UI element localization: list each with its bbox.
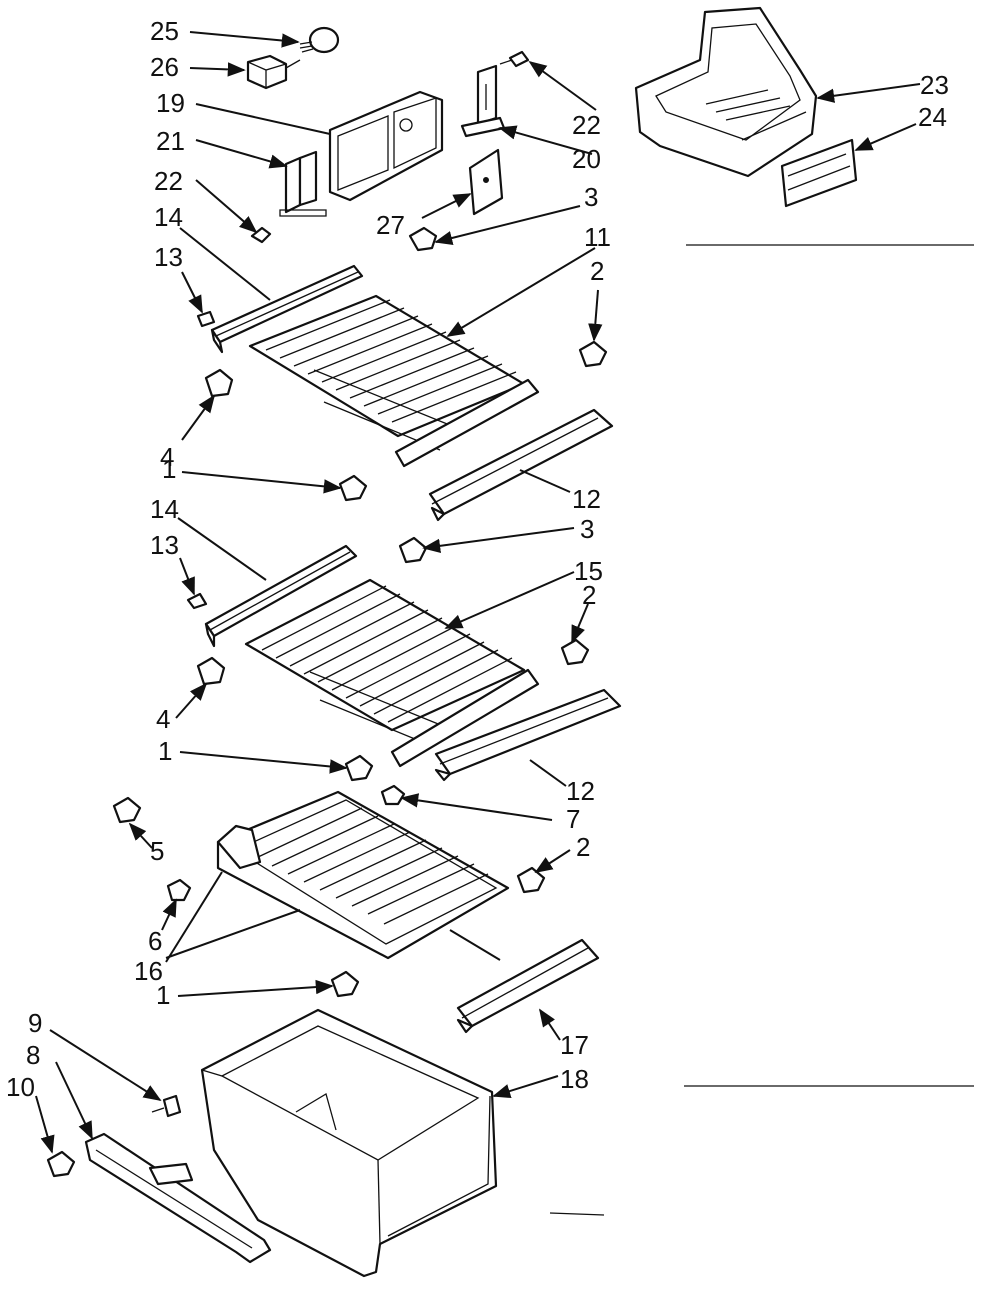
callout-14: 14 bbox=[154, 202, 183, 232]
reference-line-low bbox=[549, 1212, 605, 1216]
callout-9: 9 bbox=[28, 1008, 42, 1038]
callout-7: 7 bbox=[566, 804, 580, 834]
callout-22: 22 bbox=[154, 166, 183, 196]
callout-labels: 25 26 19 21 22 22 20 27 23 24 3 11 14 13… bbox=[6, 16, 949, 1102]
callout-17: 17 bbox=[560, 1030, 589, 1060]
part-21-bracket bbox=[279, 150, 327, 217]
part-13-screw-upper bbox=[196, 310, 216, 328]
part-12-shelf-rail-lower bbox=[390, 668, 622, 782]
callout-3: 3 bbox=[584, 182, 598, 212]
callout-18: 18 bbox=[560, 1064, 589, 1094]
part-23-crisper-pan bbox=[634, 6, 818, 178]
part-11-wire-shelf-upper bbox=[248, 294, 526, 451]
callout-10: 10 bbox=[6, 1072, 35, 1102]
part-16-crisper-cover bbox=[216, 790, 510, 960]
callout-2: 2 bbox=[582, 580, 596, 610]
part-22-screw-top bbox=[499, 50, 530, 68]
part-9-screw bbox=[151, 1094, 182, 1118]
callout-5: 5 bbox=[150, 836, 164, 866]
callout-26: 26 bbox=[150, 52, 179, 82]
callout-25: 25 bbox=[150, 16, 179, 46]
part-6-clip bbox=[166, 878, 192, 902]
part-1-clip-crisper bbox=[330, 970, 360, 998]
part-8-slide-rail bbox=[84, 1132, 272, 1264]
part-25-light-bulb bbox=[299, 26, 340, 54]
callout-2: 2 bbox=[590, 256, 604, 286]
callout-13: 13 bbox=[150, 530, 179, 560]
callout-3: 3 bbox=[580, 514, 594, 544]
callout-4: 4 bbox=[156, 704, 170, 734]
callout-12: 12 bbox=[572, 484, 601, 514]
part-13-screw-lower bbox=[186, 592, 208, 610]
part-14-shelf-front-trim-upper bbox=[210, 264, 364, 354]
part-17-rail bbox=[456, 938, 600, 1034]
part-26-socket bbox=[246, 54, 301, 90]
part-2-clip-lower bbox=[560, 638, 590, 666]
callout-19: 19 bbox=[156, 88, 185, 118]
part-22-screw-left bbox=[250, 226, 272, 244]
part-4-clip-upper bbox=[204, 368, 234, 398]
part-15-wire-shelf-lower bbox=[244, 578, 526, 747]
callout-4: 4 bbox=[160, 442, 174, 472]
part-1-clip-upper bbox=[338, 474, 368, 502]
part-20-bracket bbox=[460, 64, 506, 138]
part-10-clip bbox=[46, 1150, 76, 1178]
part-27-lens-cover bbox=[468, 148, 504, 216]
callout-21: 21 bbox=[156, 126, 185, 156]
part-2-clip-crisper bbox=[516, 866, 546, 894]
part-4-clip-lower bbox=[196, 656, 226, 686]
callout-1: 1 bbox=[156, 980, 170, 1010]
callout-22: 22 bbox=[572, 110, 601, 140]
callout-27: 27 bbox=[376, 210, 405, 240]
callout-24: 24 bbox=[918, 102, 947, 132]
part-5-clip bbox=[112, 796, 142, 824]
part-1-clip-lower bbox=[344, 754, 374, 782]
callout-2: 2 bbox=[576, 832, 590, 862]
callout-6: 6 bbox=[148, 926, 162, 956]
part-7-clip bbox=[380, 784, 406, 806]
part-2-clip-upper bbox=[578, 340, 608, 368]
callout-16: 16 bbox=[134, 956, 163, 986]
callout-11: 11 bbox=[584, 222, 611, 252]
callout-12: 12 bbox=[566, 776, 595, 806]
callout-14: 14 bbox=[150, 494, 179, 524]
part-14-shelf-front-trim-lower bbox=[204, 544, 358, 648]
callout-1: 1 bbox=[158, 736, 172, 766]
part-12-shelf-rail-upper bbox=[394, 378, 614, 522]
callout-15: 15 bbox=[574, 556, 603, 586]
callout-23: 23 bbox=[920, 70, 949, 100]
part-3-clip-upper bbox=[408, 226, 438, 252]
callout-13: 13 bbox=[154, 242, 183, 272]
part-24-crisper-divider bbox=[780, 138, 858, 208]
callout-8: 8 bbox=[26, 1040, 40, 1070]
callout-20: 20 bbox=[572, 144, 601, 174]
part-19-light-housing bbox=[328, 90, 444, 202]
part-3-clip-lower bbox=[398, 536, 428, 564]
part-18-drawer bbox=[200, 1008, 498, 1278]
leader-lines bbox=[35, 31, 921, 1154]
callout-1: 1 bbox=[162, 454, 176, 484]
